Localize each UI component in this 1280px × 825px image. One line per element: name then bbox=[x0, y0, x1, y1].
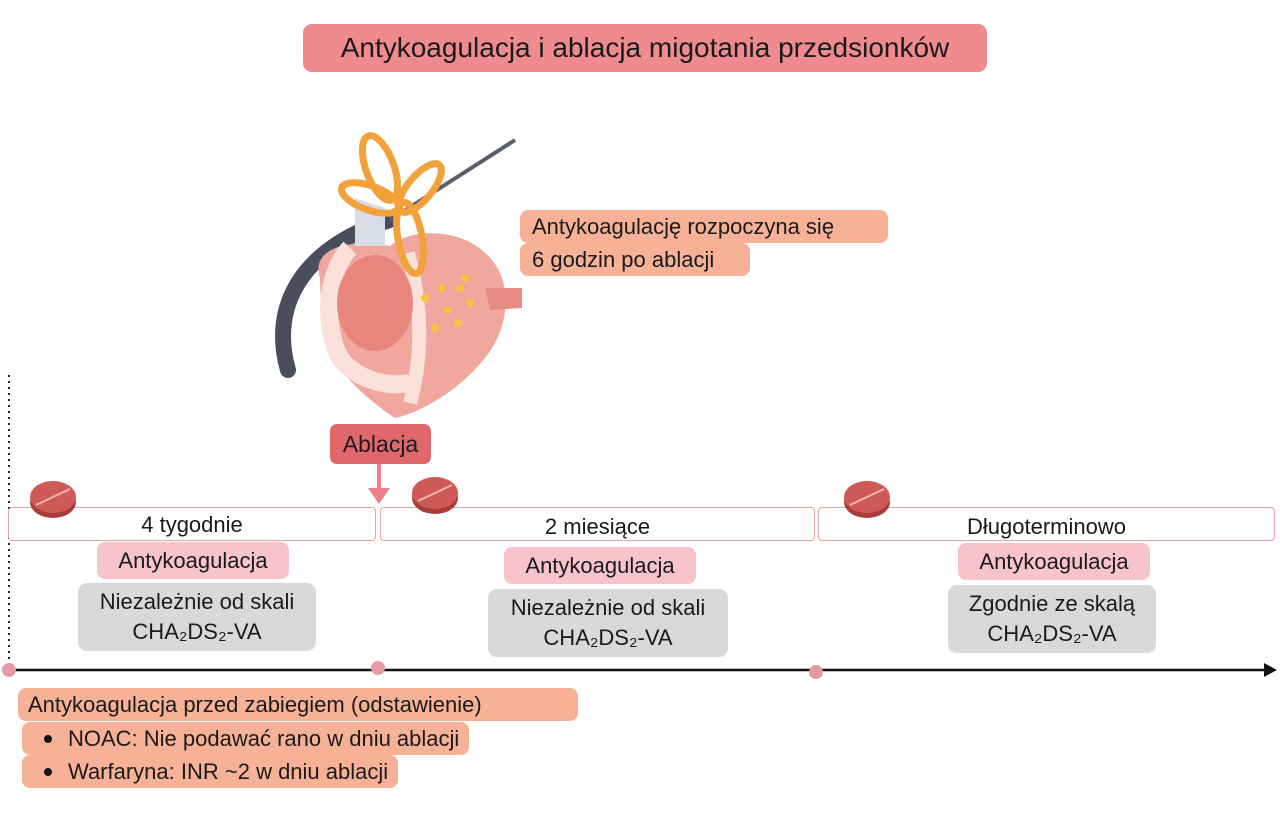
period-rule-2-line2: CHA₂DS₂-VA bbox=[543, 625, 673, 650]
period-rule-2-line1: Niezależnie od skali bbox=[510, 595, 706, 620]
heart-catheter-illustration bbox=[275, 132, 522, 418]
timeline-point-2-months bbox=[809, 665, 823, 679]
period-tag-2: Antykoagulacja bbox=[504, 547, 696, 584]
pill-icon bbox=[30, 481, 76, 518]
ablation-arrow bbox=[368, 464, 390, 504]
diagram-title: Antykoagulacja i ablacja migotania przed… bbox=[303, 24, 987, 72]
pre-procedure-heading: Antykoagulacja przed zabiegiem (odstawie… bbox=[18, 688, 578, 721]
period-rule-1-line1: Niezależnie od skali bbox=[99, 589, 295, 614]
pre-procedure-item-2: Warfaryna: INR ~2 w dniu ablacji bbox=[22, 755, 399, 788]
pill-icon bbox=[844, 481, 890, 518]
period-duration-2: 2 miesiące bbox=[544, 514, 651, 539]
period-rule-3: Zgodnie ze skalą CHA₂DS₂-VA bbox=[948, 585, 1156, 653]
note-after-ablation-line1: Antykoagulację rozpoczyna się bbox=[520, 210, 888, 243]
timeline-point-ablation bbox=[371, 661, 385, 675]
pill-icon bbox=[412, 477, 458, 514]
period-box-3: Długoterminowo bbox=[818, 507, 1275, 541]
period-duration-1: 4 tygodnie bbox=[141, 512, 243, 537]
period-box-2: 2 miesiące bbox=[380, 507, 815, 541]
pre-procedure-list: NOAC: Nie podawać rano w dniu ablacji Wa… bbox=[22, 722, 542, 802]
bullet-icon bbox=[44, 768, 52, 776]
period-rule-1-line2: CHA₂DS₂-VA bbox=[132, 619, 262, 644]
ablation-label: Ablacja bbox=[330, 424, 431, 464]
pre-procedure-item-1-text: NOAC: Nie podawać rano w dniu ablacji bbox=[68, 726, 460, 751]
period-duration-3: Długoterminowo bbox=[967, 514, 1126, 539]
period-rule-1: Niezależnie od skali CHA₂DS₂-VA bbox=[78, 583, 316, 651]
period-rule-3-line1: Zgodnie ze skalą bbox=[968, 591, 1136, 616]
period-rule-2: Niezależnie od skali CHA₂DS₂-VA bbox=[488, 589, 728, 657]
pre-procedure-item-2-text: Warfaryna: INR ~2 w dniu ablacji bbox=[68, 759, 389, 784]
bullet-icon bbox=[44, 735, 52, 743]
pre-procedure-item-1: NOAC: Nie podawać rano w dniu ablacji bbox=[22, 722, 470, 755]
period-rule-3-line2: CHA₂DS₂-VA bbox=[987, 621, 1117, 646]
timeline-axis bbox=[2, 375, 1277, 679]
period-tag-3: Antykoagulacja bbox=[958, 543, 1150, 580]
timeline-point-start bbox=[2, 663, 16, 677]
note-after-ablation-line2: 6 godzin po ablacji bbox=[520, 243, 750, 276]
period-tag-1: Antykoagulacja bbox=[97, 542, 289, 579]
